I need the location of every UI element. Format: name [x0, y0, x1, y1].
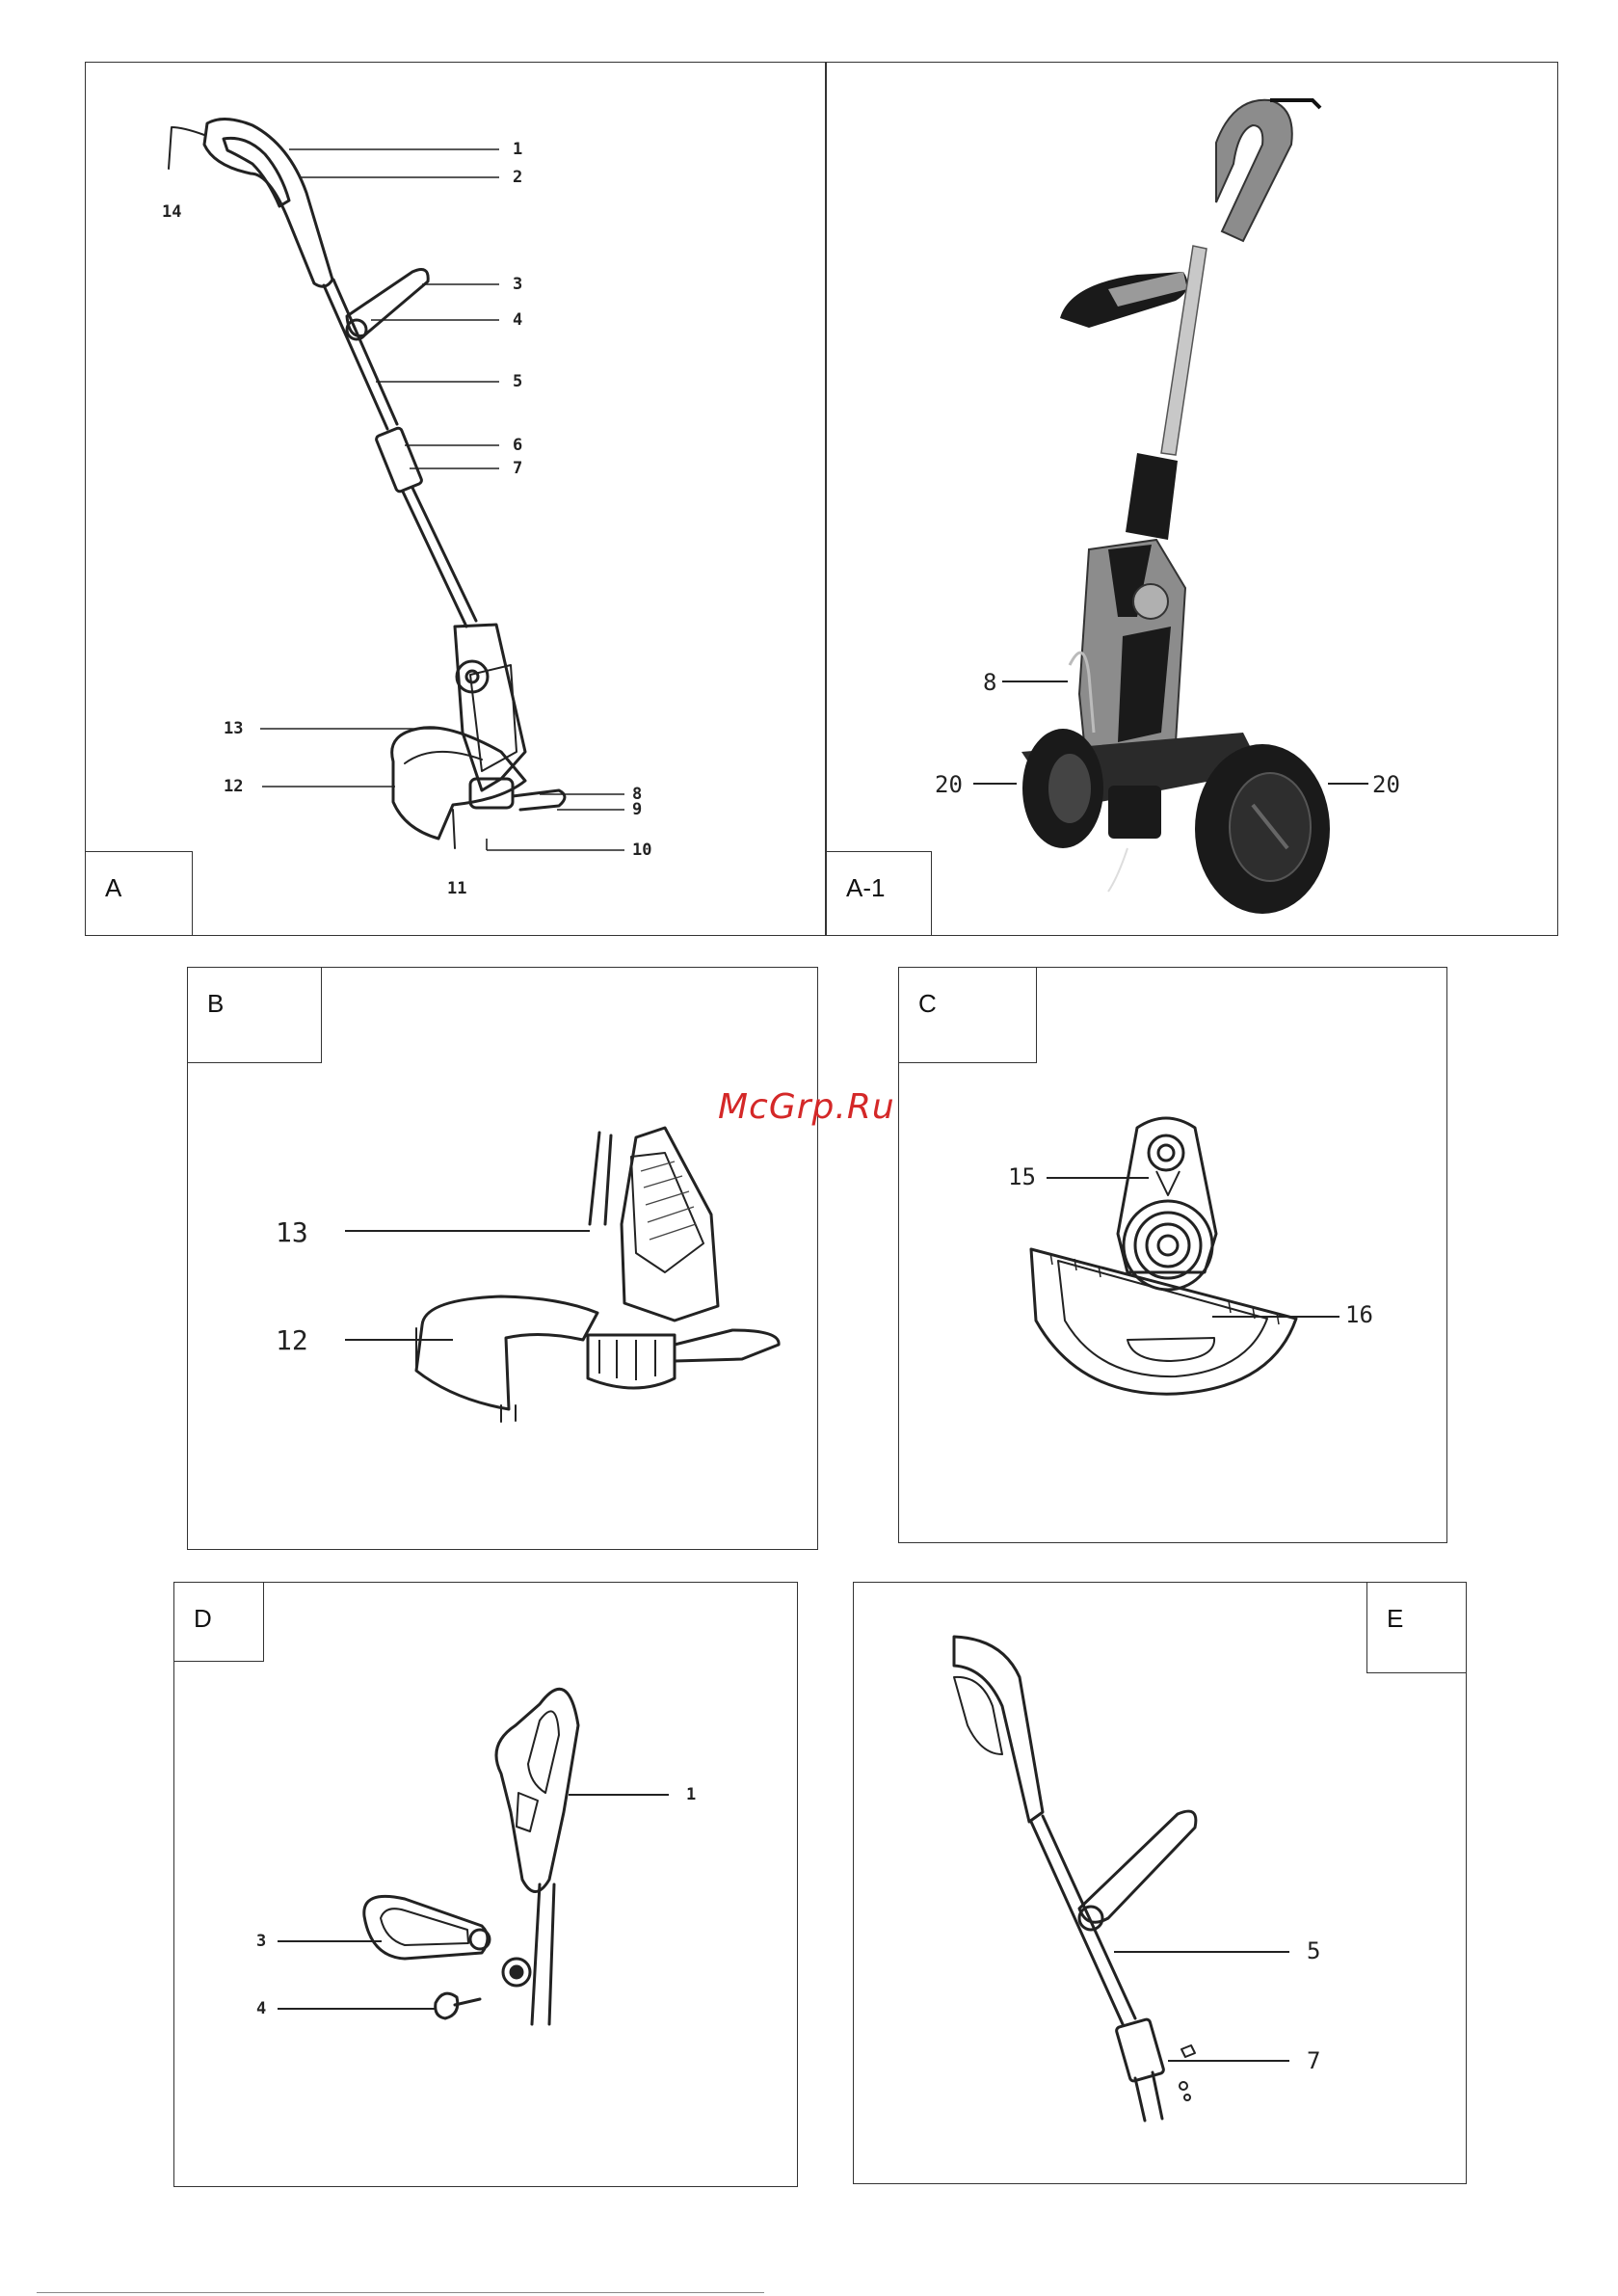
footer-rule: [37, 2292, 764, 2293]
watermark-text: McGrp.Ru: [718, 1087, 895, 1127]
callout-e-5: 5: [1307, 1937, 1320, 1964]
callout-e-7: 7: [1307, 2047, 1320, 2074]
